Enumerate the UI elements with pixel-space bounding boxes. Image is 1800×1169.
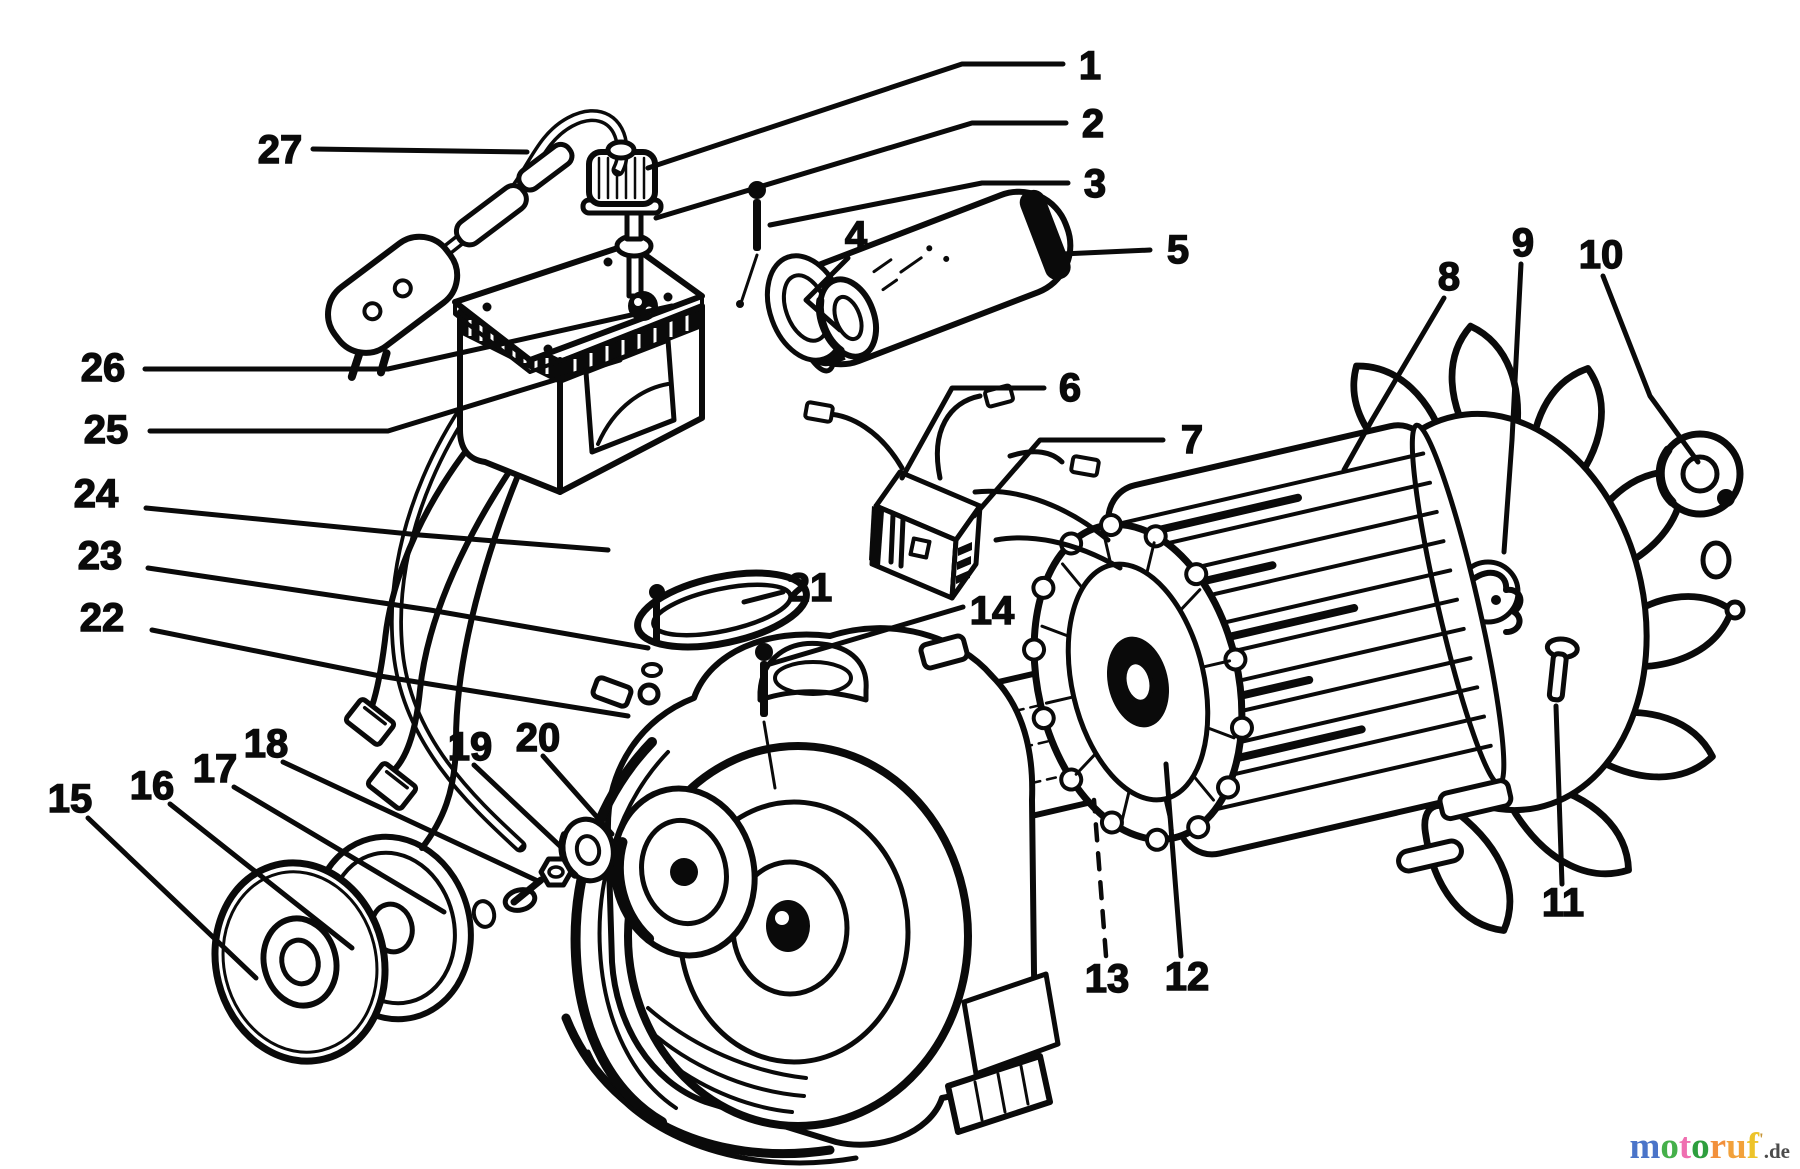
leader-line-19 <box>471 762 563 849</box>
part-label-9: 9 <box>1512 221 1534 265</box>
leader-lines <box>85 61 1701 981</box>
motoruf-logo-letter: f <box>1746 1126 1760 1167</box>
motoruf-logo-tick: ' <box>1759 1129 1764 1149</box>
motoruf-logo-letter: o <box>1660 1126 1679 1167</box>
part-label-24: 24 <box>74 472 119 516</box>
motoruf-logo-word: motoruf <box>1630 1126 1760 1167</box>
leader-line-2 <box>653 120 1069 221</box>
part-label-21: 21 <box>788 566 833 610</box>
small-bearing-art <box>558 816 616 884</box>
motoruf-logo: motoruf'.de <box>1630 1128 1790 1165</box>
part-label-19: 19 <box>448 725 493 769</box>
leader-line-12 <box>1163 761 1184 959</box>
part-label-2: 2 <box>1082 102 1104 146</box>
leader-line-13 <box>1091 797 1109 959</box>
screw-art <box>736 181 766 308</box>
leader-line-5 <box>1059 247 1153 257</box>
leader-line-11 <box>1553 703 1565 887</box>
part-label-8: 8 <box>1438 255 1460 299</box>
leader-line-15 <box>85 815 259 981</box>
part-label-25: 25 <box>84 408 129 452</box>
part-label-12: 12 <box>1165 955 1210 999</box>
part-label-3: 3 <box>1084 162 1106 206</box>
motoruf-logo-letter: r <box>1709 1126 1727 1167</box>
leader-line-7 <box>971 437 1166 519</box>
leader-line-20 <box>540 753 615 837</box>
screws-washers-art <box>637 584 777 790</box>
shaft-pin-art <box>1396 838 1464 874</box>
motoruf-logo-letter: m <box>1629 1126 1661 1167</box>
leader-line-22 <box>149 627 631 719</box>
part-label-18: 18 <box>244 722 289 766</box>
leader-line-4 <box>803 255 851 333</box>
part-label-4: 4 <box>845 214 868 258</box>
winding-head-art <box>1022 513 1254 852</box>
part-label-1: 1 <box>1079 44 1101 88</box>
leader-line-26 <box>142 303 675 372</box>
part-label-23: 23 <box>78 534 123 578</box>
motoruf-logo-suffix: .de <box>1763 1139 1790 1163</box>
leader-line-27 <box>310 146 530 155</box>
leader-line-18 <box>280 759 543 885</box>
leader-line-17 <box>231 784 447 915</box>
part-label-7: 7 <box>1181 418 1203 462</box>
leader-line-14 <box>767 604 966 667</box>
motoruf-logo-letter: o <box>1691 1126 1710 1167</box>
stator-lead-wires-art <box>972 488 1123 571</box>
part-label-10: 10 <box>1579 233 1624 277</box>
part-label-13: 13 <box>1085 957 1130 1001</box>
part-label-11: 11 <box>1542 881 1584 925</box>
part-label-27: 27 <box>258 128 303 172</box>
leader-line-25 <box>147 357 623 434</box>
part-label-22: 22 <box>80 596 125 640</box>
part-label-26: 26 <box>81 346 126 390</box>
leader-line-21 <box>741 589 786 605</box>
leader-line-1 <box>645 61 1066 171</box>
part-label-14: 14 <box>970 589 1015 633</box>
leader-line-3 <box>767 180 1071 228</box>
switch-block-art <box>803 383 1101 601</box>
part-label-20: 20 <box>516 716 561 760</box>
end-bearing-art <box>1655 430 1746 621</box>
motoruf-logo-letter: u <box>1726 1126 1747 1167</box>
leader-line-8 <box>1341 295 1447 473</box>
part-label-6: 6 <box>1059 366 1081 410</box>
leader-line-6 <box>899 385 1047 481</box>
leader-line-16 <box>167 801 355 951</box>
part-label-5: 5 <box>1167 228 1189 272</box>
bearing-cup-art <box>610 785 758 959</box>
pulley-art <box>211 833 574 1065</box>
leader-line-24 <box>143 505 611 553</box>
leader-line-23 <box>145 565 651 651</box>
bearing-ring-art <box>815 276 880 360</box>
part-label-15: 15 <box>48 777 93 821</box>
leader-line-9 <box>1501 261 1524 555</box>
part-label-16: 16 <box>130 764 175 808</box>
motoruf-logo-letter: t <box>1678 1126 1692 1167</box>
part-label-17: 17 <box>193 747 238 791</box>
leader-line-10 <box>1600 273 1701 465</box>
bolt-art <box>1544 636 1580 703</box>
